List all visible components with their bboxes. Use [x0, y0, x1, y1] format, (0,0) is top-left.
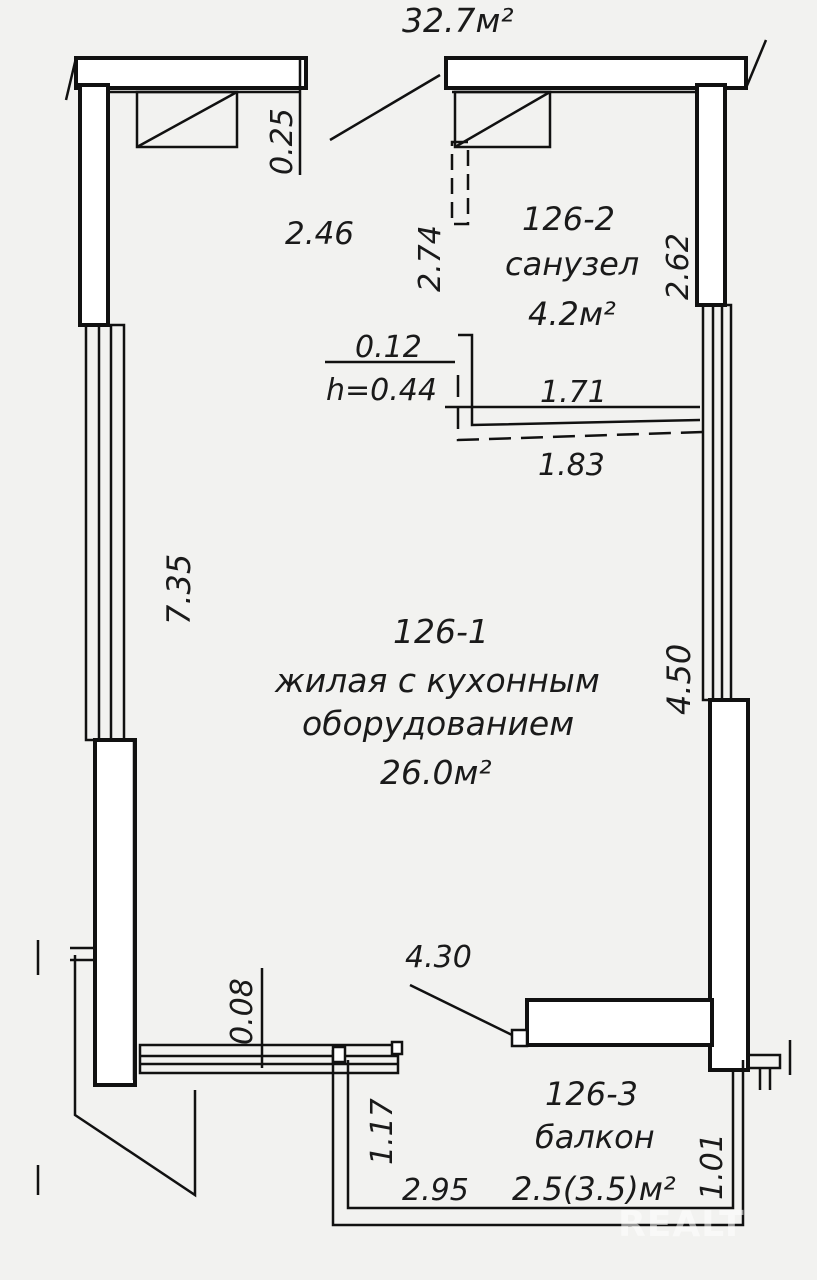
- bathroom-partition: [458, 333, 701, 427]
- dim-2-62: 2.62: [661, 233, 696, 300]
- dim-2-95: 2.95: [402, 1173, 469, 1208]
- left-wall-lower: [93, 738, 137, 1087]
- balcony-door: [138, 1043, 400, 1075]
- balcony-area: 2.5(3.5)м²: [512, 1170, 676, 1208]
- dim-4-50: 4.50: [660, 644, 698, 715]
- dim-2-46: 2.46: [285, 216, 354, 252]
- living-name-line1: жилая с кухонным: [274, 661, 600, 700]
- dim-0-12: 0.12: [355, 330, 422, 365]
- bathroom-area: 4.2м²: [528, 295, 616, 333]
- balcony-name: балкон: [535, 1118, 655, 1156]
- balcony-number: 126-3: [545, 1075, 638, 1113]
- left-wall-upper: [78, 83, 110, 327]
- inner-lines: [36, 39, 792, 1227]
- dim-h-0-44: h=0.44: [326, 373, 437, 408]
- labels: 32.7м² 0.25 2.46 2.74 2.62 126-2 санузел…: [160, 1, 745, 1245]
- vent-box-right: [453, 90, 552, 149]
- balcony-wall-piece: [525, 998, 714, 1047]
- dim-2-74: 2.74: [413, 225, 448, 292]
- dim-1-01: 1.01: [695, 1133, 730, 1200]
- watermark: REALT: [618, 1204, 745, 1245]
- dim-1-17: 1.17: [365, 1098, 400, 1165]
- left-window: [84, 323, 126, 742]
- dim-1-71: 1.71: [540, 375, 607, 410]
- bathroom-number: 126-2: [522, 200, 615, 238]
- dim-1-83: 1.83: [538, 448, 605, 483]
- bathroom-door-jamb: [450, 140, 470, 226]
- total-area: 32.7м²: [402, 1, 514, 40]
- vent-box-left: [135, 90, 239, 149]
- dim-0-08: 0.08: [225, 978, 260, 1045]
- top-wall-left: [74, 56, 308, 90]
- bathroom-name: санузел: [505, 245, 639, 283]
- living-name-line2: оборудованием: [302, 704, 574, 743]
- right-wall-lower: [708, 698, 750, 1072]
- right-wall-upper: [695, 83, 727, 307]
- balcony-outline: [331, 1050, 745, 1227]
- windows: [84, 303, 733, 1075]
- dim-7-35: 7.35: [160, 554, 198, 625]
- right-window: [701, 303, 733, 702]
- dim-0-25: 0.25: [265, 108, 300, 175]
- walls: [74, 56, 750, 1087]
- living-area: 26.0м²: [380, 753, 492, 792]
- living-number: 126-1: [393, 612, 489, 651]
- dim-4-30: 4.30: [405, 940, 472, 975]
